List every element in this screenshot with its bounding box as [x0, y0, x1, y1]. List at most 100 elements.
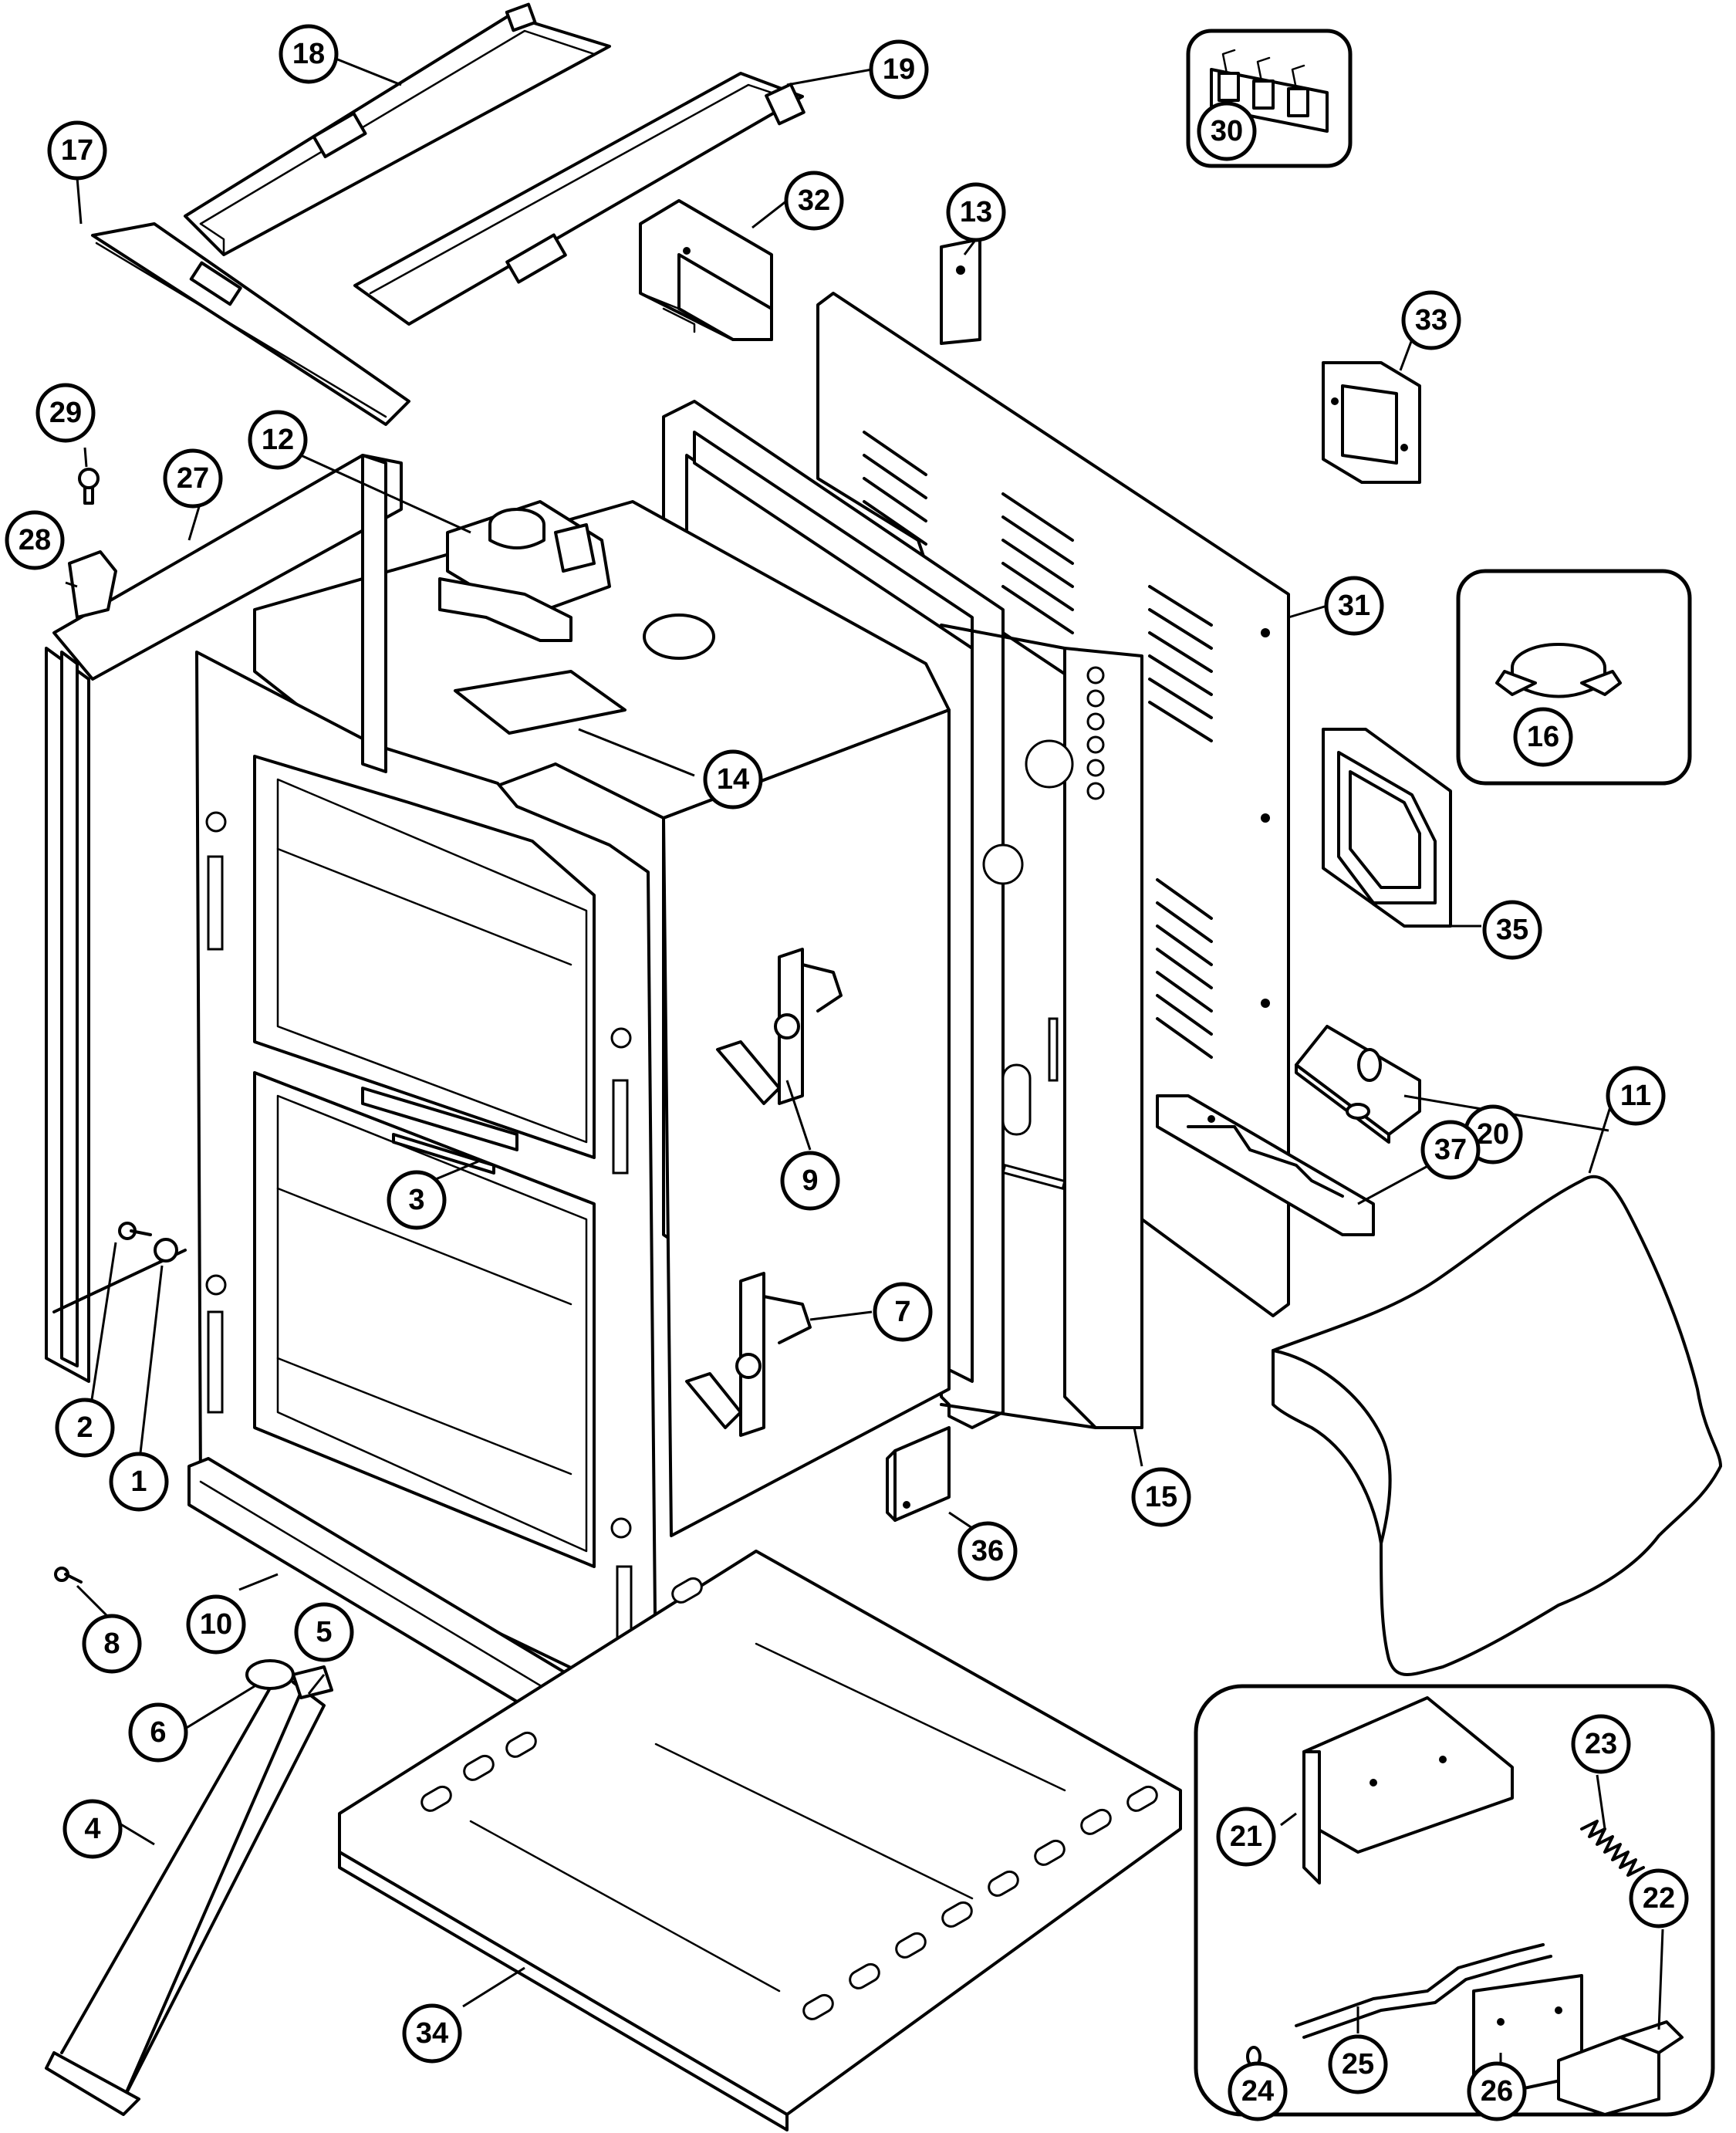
callout-13: 13 — [946, 182, 1006, 242]
svg-text:6: 6 — [150, 1716, 166, 1749]
svg-text:16: 16 — [1527, 721, 1559, 753]
callout-27: 27 — [163, 448, 223, 509]
svg-text:29: 29 — [49, 397, 82, 429]
callout-33: 33 — [1401, 290, 1461, 350]
svg-text:36: 36 — [971, 1535, 1004, 1567]
callout-2: 2 — [55, 1398, 115, 1458]
callout-1: 1 — [109, 1452, 169, 1512]
callout-11: 11 — [1606, 1066, 1666, 1126]
part-25-latch-rod — [1295, 1943, 1552, 2039]
svg-text:13: 13 — [960, 196, 992, 228]
svg-text:3: 3 — [408, 1184, 424, 1216]
svg-text:7: 7 — [894, 1296, 910, 1328]
part-17-side-trim — [91, 222, 410, 426]
svg-text:35: 35 — [1496, 914, 1528, 946]
callout-17: 17 — [47, 120, 107, 181]
bottom-panel-slots — [420, 1577, 1158, 2020]
part-27-left-trim — [45, 454, 403, 1383]
callout-21: 21 — [1216, 1807, 1276, 1867]
callout-23: 23 — [1571, 1714, 1631, 1774]
svg-text:2: 2 — [76, 1411, 93, 1444]
svg-text:1: 1 — [130, 1465, 147, 1498]
part-20-angle-bracket — [1295, 1025, 1421, 1144]
svg-text:12: 12 — [262, 424, 294, 456]
callout-16: 16 — [1513, 707, 1573, 767]
callout-14: 14 — [703, 749, 763, 810]
screws-1-2-8 — [54, 1222, 178, 1584]
part-13-small-plate — [940, 238, 981, 345]
part-18-top-trim — [184, 2, 611, 256]
callout-12: 12 — [248, 410, 308, 470]
svg-text:19: 19 — [883, 53, 915, 86]
leader-lines — [65, 52, 1664, 2099]
callout-26: 26 — [1467, 2061, 1527, 2121]
svg-text:37: 37 — [1434, 1134, 1467, 1166]
callout-19: 19 — [869, 39, 929, 100]
svg-text:14: 14 — [717, 763, 749, 796]
svg-text:18: 18 — [292, 38, 325, 70]
callout-36: 36 — [958, 1521, 1018, 1581]
callout-4: 4 — [62, 1799, 123, 1859]
part-15-side-panel — [662, 400, 1143, 1429]
part-22-microswitch — [1557, 2020, 1684, 2116]
callout-28: 28 — [5, 510, 65, 570]
part-21-latch-bracket — [1302, 1696, 1514, 1885]
svg-text:33: 33 — [1415, 304, 1447, 336]
callout-22: 22 — [1629, 1868, 1689, 1928]
svg-text:30: 30 — [1211, 115, 1243, 147]
svg-text:28: 28 — [19, 524, 51, 556]
part-11-insulation — [1272, 1175, 1722, 1676]
part-19-trim-strip — [353, 72, 806, 326]
hinge-upper — [716, 948, 843, 1105]
callouts: 18 19 30 17 32 13 33 29 12 27 28 31 16 1… — [5, 24, 1689, 2121]
callout-9: 9 — [780, 1151, 840, 1211]
callout-10: 10 — [186, 1594, 246, 1655]
part-37-strip — [1156, 1094, 1375, 1236]
part-4-lamp-assembly — [45, 1659, 333, 2116]
svg-text:31: 31 — [1338, 590, 1370, 622]
svg-text:26: 26 — [1481, 2075, 1513, 2108]
svg-text:9: 9 — [802, 1165, 818, 1197]
callout-25: 25 — [1328, 2034, 1388, 2094]
callout-15: 15 — [1131, 1467, 1191, 1527]
callout-20: 20 — [1463, 1104, 1523, 1165]
part-30-terminal-inset — [1186, 29, 1353, 168]
svg-text:23: 23 — [1585, 1728, 1617, 1760]
callout-24: 24 — [1228, 2061, 1288, 2121]
svg-text:10: 10 — [200, 1608, 232, 1641]
svg-text:5: 5 — [316, 1616, 332, 1648]
callout-35: 35 — [1482, 900, 1542, 960]
part-34-bottom-panel — [338, 1550, 1182, 2131]
callout-7: 7 — [873, 1282, 933, 1342]
part-23-spring — [1580, 1820, 1645, 1877]
svg-text:11: 11 — [1620, 1080, 1651, 1112]
svg-text:8: 8 — [103, 1628, 120, 1660]
callout-32: 32 — [784, 171, 844, 231]
hinge-lower — [685, 1272, 812, 1437]
part-28-clip — [68, 550, 117, 619]
callout-29: 29 — [35, 383, 96, 443]
back-panel-vents — [863, 431, 1213, 1059]
svg-text:25: 25 — [1342, 2048, 1374, 2081]
part-35-vent-frame — [1322, 728, 1452, 928]
callout-30: 30 — [1197, 101, 1257, 161]
part-32-box-bracket — [639, 199, 773, 341]
part-36-bracket — [886, 1426, 951, 1522]
latch-assembly-inset — [1194, 1684, 1715, 2117]
svg-text:24: 24 — [1241, 2075, 1274, 2108]
side-panel-holes — [982, 666, 1105, 1191]
svg-text:4: 4 — [84, 1813, 100, 1845]
svg-text:21: 21 — [1230, 1820, 1262, 1853]
callout-3: 3 — [387, 1170, 447, 1230]
svg-text:20: 20 — [1477, 1118, 1509, 1151]
part-16-thermostat-inset — [1456, 569, 1692, 786]
callout-6: 6 — [128, 1702, 188, 1763]
callout-31: 31 — [1324, 576, 1384, 636]
svg-text:27: 27 — [177, 462, 209, 495]
svg-text:22: 22 — [1643, 1882, 1675, 1915]
svg-text:17: 17 — [61, 134, 93, 167]
svg-text:32: 32 — [798, 184, 830, 217]
part-33-frame-bracket — [1322, 361, 1421, 484]
part-29-screw — [78, 468, 100, 505]
